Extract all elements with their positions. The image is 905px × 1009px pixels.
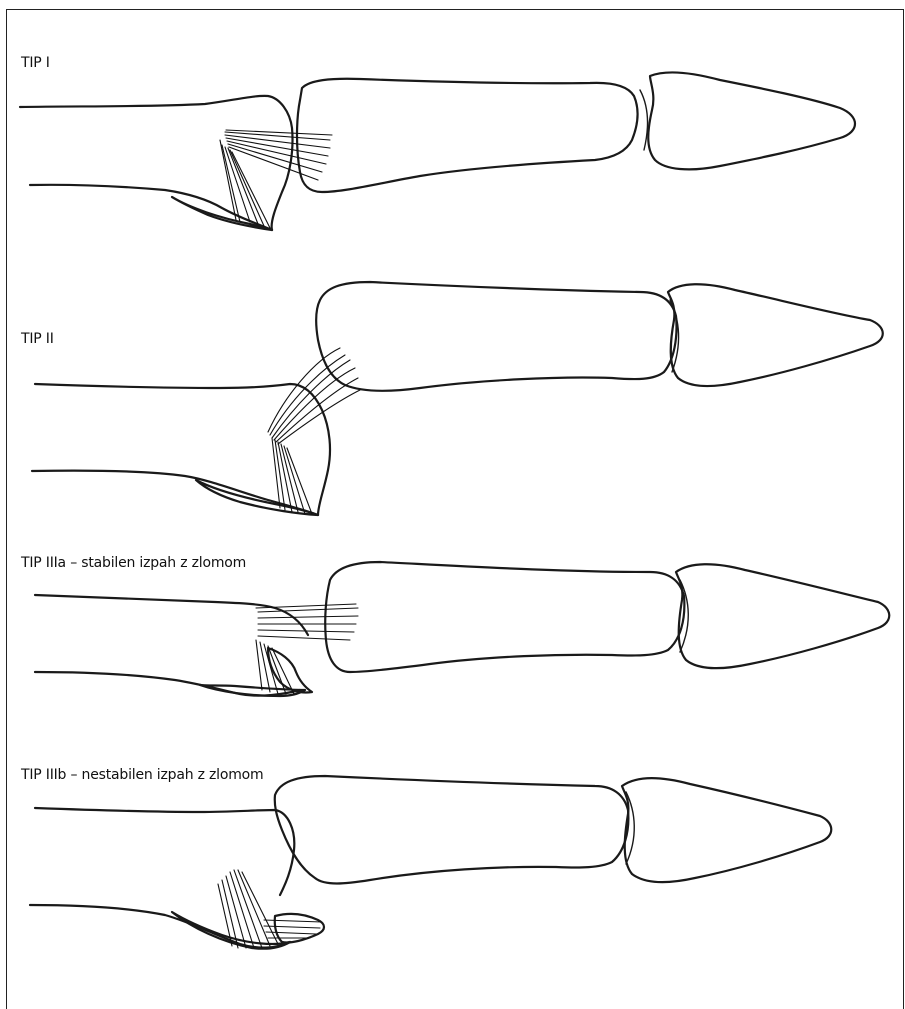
finger-drawing-tip-1 bbox=[20, 73, 855, 230]
ligament-fibers-3b bbox=[218, 870, 322, 948]
volar-plate-3a bbox=[200, 685, 305, 696]
proximal-phalanx-1 bbox=[20, 96, 293, 230]
collateral-ligament-fibers-1 bbox=[220, 130, 332, 228]
ligament-fibers-2 bbox=[268, 348, 360, 514]
middle-phalanx-2 bbox=[316, 282, 676, 391]
proximal-phalanx-3a bbox=[35, 595, 308, 696]
distal-phalanx-3a bbox=[676, 564, 889, 668]
distal-phalanx-3b bbox=[622, 778, 831, 882]
middle-phalanx-1 bbox=[297, 79, 638, 192]
finger-drawing-tip-3b bbox=[30, 776, 831, 949]
middle-phalanx-3b bbox=[275, 776, 629, 884]
finger-drawing-tip-2 bbox=[32, 282, 883, 515]
middle-phalanx-3a bbox=[325, 562, 684, 672]
finger-drawing-tip-3a bbox=[35, 562, 889, 696]
distal-phalanx-1 bbox=[648, 73, 855, 170]
distal-phalanx-2 bbox=[668, 284, 883, 386]
